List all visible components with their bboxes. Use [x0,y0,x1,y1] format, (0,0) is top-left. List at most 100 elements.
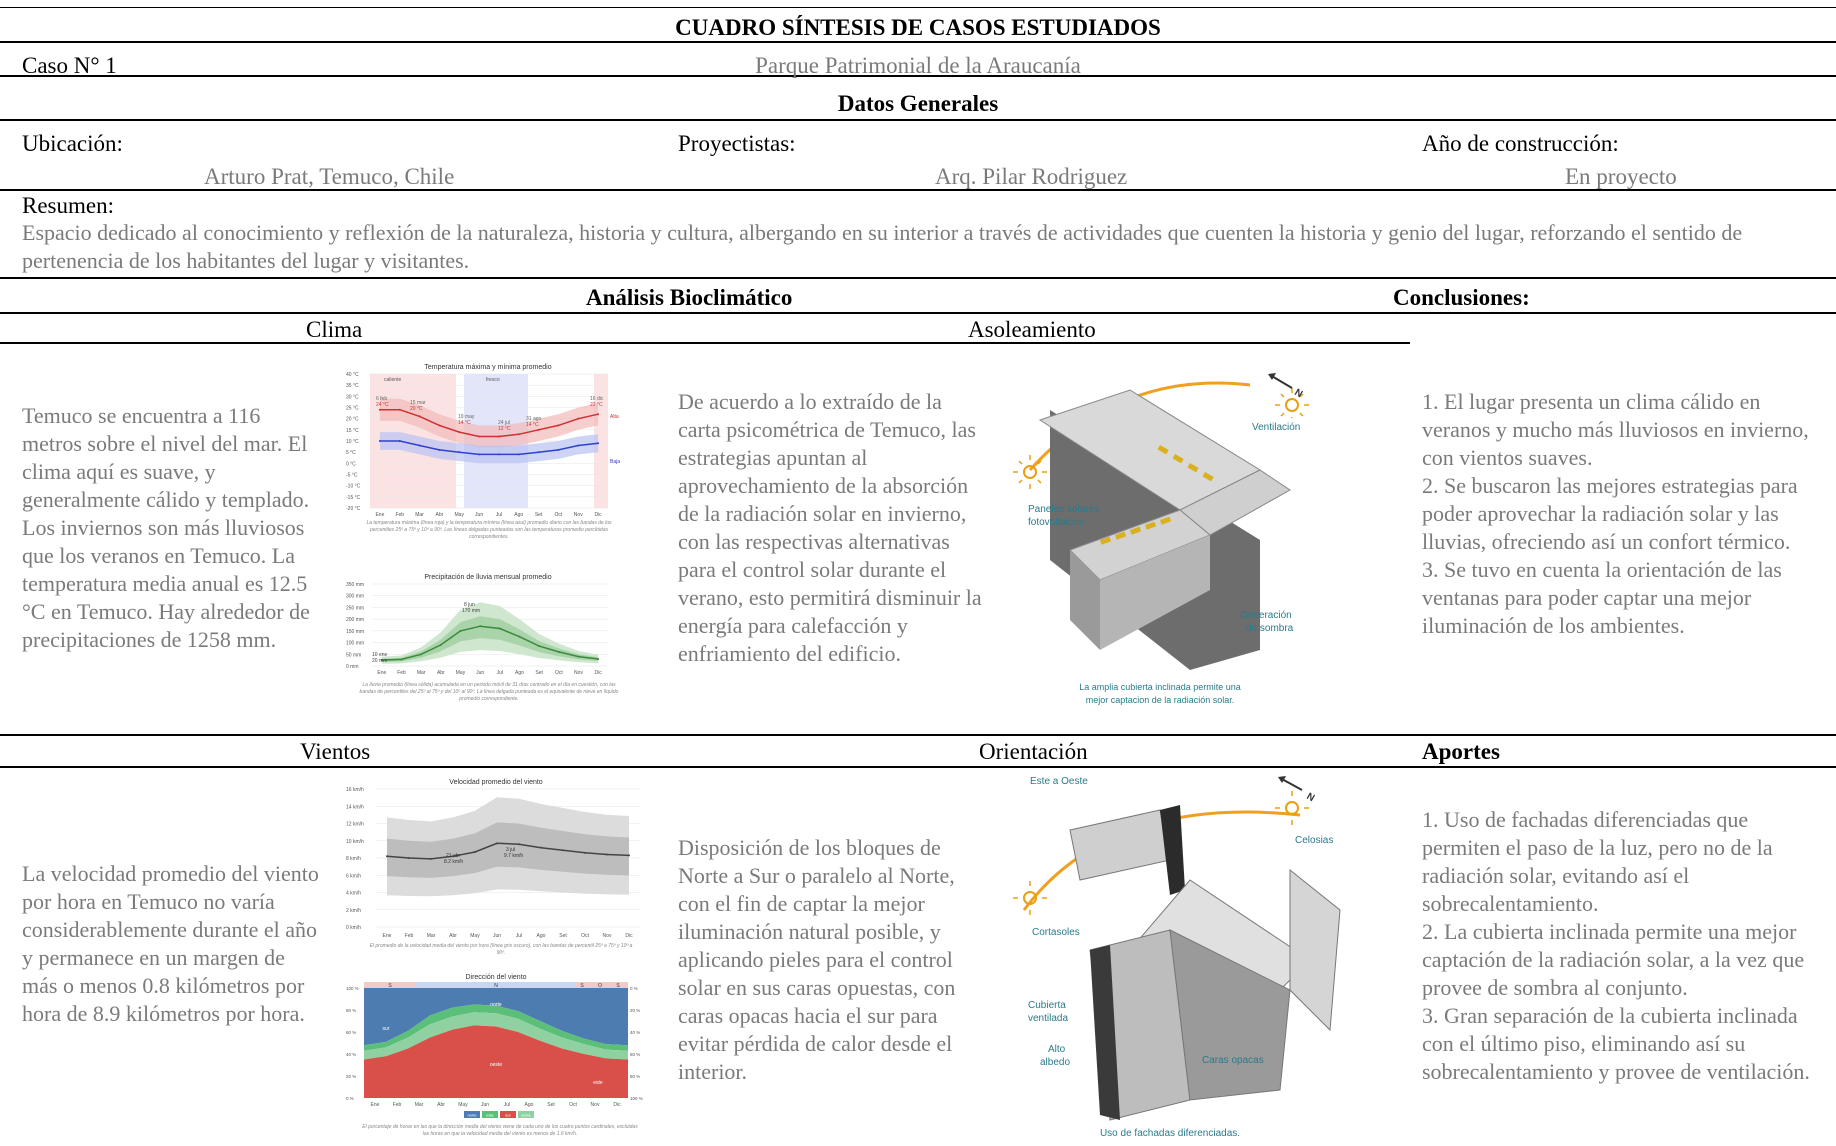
rain-point [597,657,600,660]
x-tick-label: Dic [594,512,602,518]
facade [1070,550,1100,650]
temp-annotation: 14 °C [458,420,471,426]
anio-label: Año de construcción: [1422,131,1619,156]
rain-point [577,655,580,658]
asoleamiento-text: De acuerdo a lo extraído de la carta psi… [678,389,982,666]
caras-label: Caras opacas [1202,1055,1264,1066]
orientacion-illustration: Este a Oeste N Celosias Cortasoles Cubie… [1010,770,1360,1146]
max-temp-point [537,428,540,431]
y-tick-label: 300 mm [346,594,364,600]
legend-swatch [518,1111,534,1118]
wind-speed-point [606,853,608,856]
wind-speed-point [474,850,476,853]
y-tick-label: 100 % [346,986,359,991]
y-tick-label: 80 % [346,1008,356,1013]
y-tick-label: 5 °C [346,450,356,456]
y-tick-label: 14 km/h [346,804,364,810]
x-tick-label: Ene [375,512,384,518]
x-tick-label: Abr [437,1102,445,1108]
wind-speed-point [584,851,586,854]
warm-season-label: caliente [384,377,401,383]
wind-band-inner [387,822,629,878]
y-tick-label: 150 mm [346,629,364,635]
y-tick-label: 350 mm [346,582,364,588]
max-temp-point [497,435,500,438]
lattice-wall [1289,868,1341,1032]
temp-annotation: 24 jul [498,420,510,426]
este-oeste-label: Este a Oeste [1030,776,1088,787]
rain-point [459,629,462,632]
ubicacion-value: Arturo Prat, Temuco, Chile [204,164,455,189]
x-tick-label: Ago [515,670,524,676]
y-tick-label: -10 °C [346,484,361,490]
wind-caption: El promedio de la velocidad media del vi… [369,943,633,956]
y-tick-label: 100 mm [346,641,364,647]
datos-generales-heading: Datos Generales [837,91,999,116]
y-tick-label: 12 km/h [346,822,364,828]
max-temp-point [597,413,600,416]
temp-annotation: 19 may [458,414,475,420]
caso-name: Parque Patrimonial de la Araucanía [755,53,1081,78]
temp-annotation: 20 °C [410,406,423,412]
rule [0,189,1836,191]
south-wind-area [364,1025,628,1098]
y-tick-label: 0 % [346,1096,354,1101]
temp-annotation: 15 mar [410,400,426,406]
x-tick-label: Dic [625,933,633,939]
sun-icon [1275,388,1309,422]
west-wind-area [364,1012,628,1060]
dir-caption: El porcentaje de horas en las que la dir… [362,1124,638,1137]
y-tick-label: 4 km/h [346,891,361,897]
proyectistas-label: Proyectistas: [678,131,796,156]
temperature-chart: Temperatura máxima y mínima promedio cal… [346,360,630,570]
x-tick-label: Ene [383,933,392,939]
max-temp-point [557,424,560,427]
anio-value: En proyecto [1565,164,1677,189]
wind-area-label: este [593,1080,603,1086]
x-tick-label: Jul [516,933,522,939]
rain-point [518,635,521,638]
temp-chart-title: Temperatura máxima y mínima promedio [424,364,551,371]
rain-annotation: 20 mm [372,658,387,664]
season-strip [364,982,416,988]
x-tick-label: Set [535,512,543,518]
temp-annotation: 31 ago [526,416,542,422]
x-tick-label: Jun [493,933,501,939]
wind-speed-point [628,854,630,857]
wind-annotation: 3 jul [506,847,515,853]
opaque-face [1090,945,1120,1120]
north-arrow-icon: N [1278,776,1316,804]
min-temp-point [458,451,461,454]
rain-chart-title: Precipitación de lluvia mensual promedio [424,574,551,581]
x-tick-label: Nov [603,933,612,939]
wind-speed-point [518,843,520,846]
top-direction-label: S [616,983,620,989]
orientacion-text: Disposición de los bloques de Norte a Su… [678,835,956,1084]
rain-point [557,650,560,653]
y-tick-label: 35 °C [346,383,359,389]
clima-heading: Clima [306,317,363,342]
legend-swatch [464,1111,480,1118]
x-tick-label: Dic [613,1102,621,1108]
x-tick-label: Set [535,670,543,676]
y-tick-label: -5 °C [346,473,358,479]
rain-annotation: 170 mm [462,608,480,614]
x-tick-label: Set [547,1102,555,1108]
wind-speed-point [408,857,410,859]
legend-swatch [482,1111,498,1118]
min-temp-point [418,444,421,447]
y-tick-label: 60 % [346,1030,356,1035]
north-wind-area [364,988,628,1046]
max-temp-point [478,435,481,438]
x-tick-label: Oct [569,1102,577,1108]
y-tick-label: 40 °C [346,372,359,378]
resumen-text: Espacio dedicado al conocimiento y refle… [22,220,1743,273]
y-tick-label: 250 mm [346,605,364,611]
svg-text:N: N [1293,387,1305,400]
vientos-heading: Vientos [300,739,371,764]
y-tick-label: 0 % [630,986,638,991]
x-tick-label: May [456,670,466,676]
y-tick-label: 0 mm [346,664,359,670]
rain-point [538,645,541,648]
